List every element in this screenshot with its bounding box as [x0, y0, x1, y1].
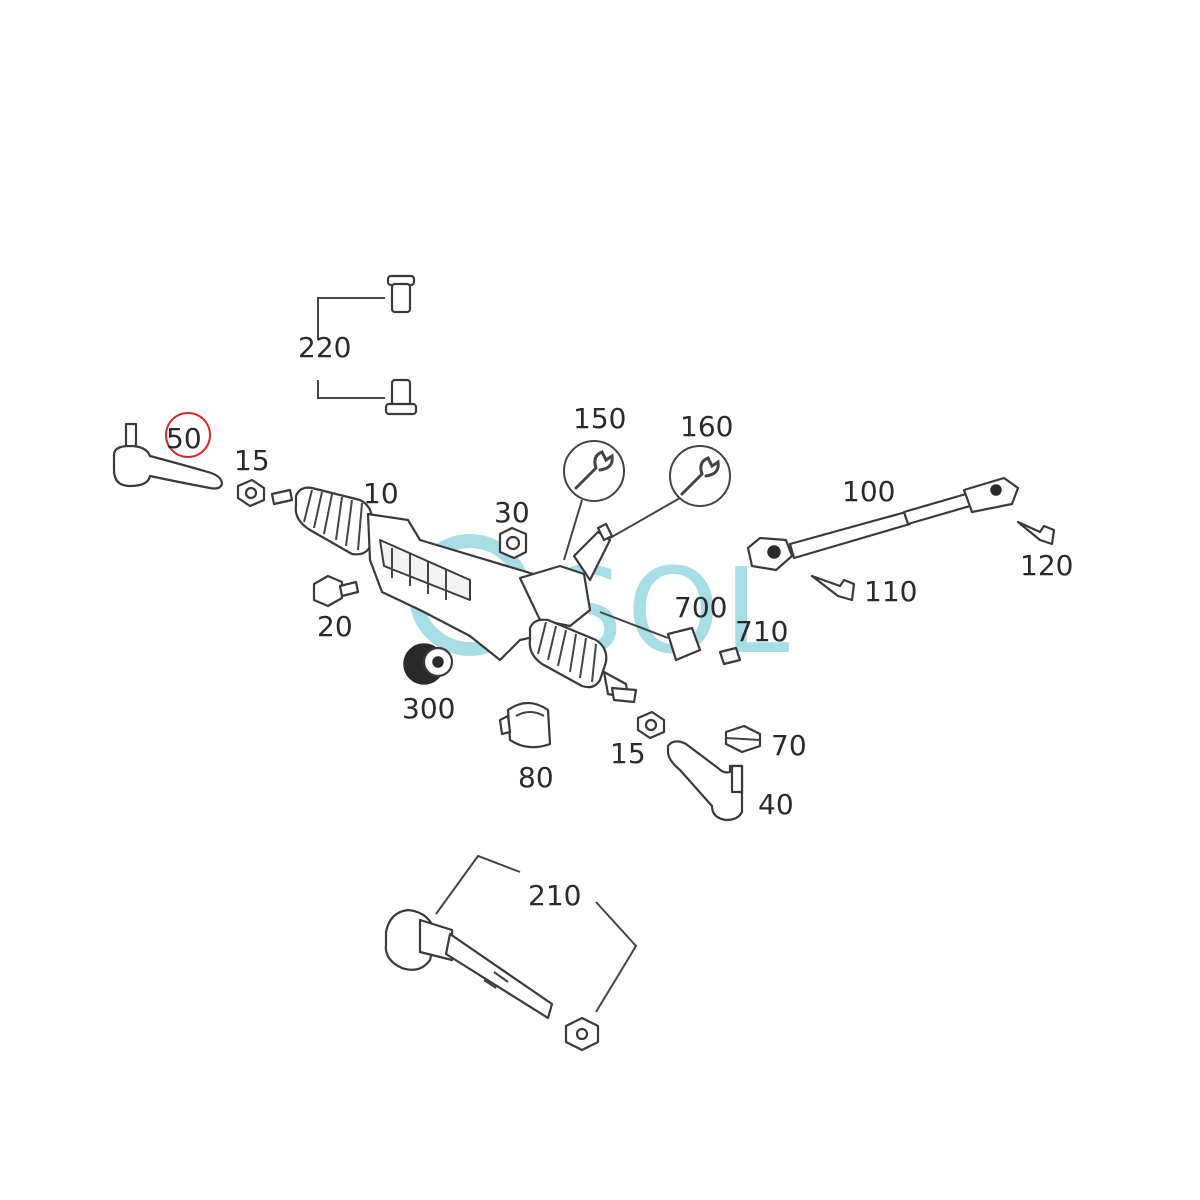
part-50-tie-rod-end-left [112, 422, 224, 490]
label-150: 150 [573, 402, 626, 435]
wrench-icon [574, 450, 614, 490]
part-710-screw [718, 646, 742, 666]
part-40-tie-rod-end-right [666, 740, 744, 822]
label-15-right: 15 [610, 737, 646, 770]
part-120-bolt [1016, 520, 1056, 546]
wrench-icon [680, 456, 720, 496]
label-110: 110 [864, 575, 917, 608]
label-40: 40 [758, 788, 794, 821]
label-160: 160 [680, 410, 733, 443]
part-220-bushings [317, 274, 418, 416]
label-30: 30 [494, 496, 530, 529]
part-110-bolt [810, 574, 856, 602]
label-210: 210 [528, 879, 581, 912]
part-210-inner-tie-rod [384, 854, 638, 1052]
label-220: 220 [298, 331, 351, 364]
part-30-grommet [498, 526, 528, 560]
callout-160 [609, 445, 731, 539]
label-100: 100 [842, 475, 895, 508]
label-120: 120 [1020, 549, 1073, 582]
label-70: 70 [771, 729, 807, 762]
label-50: 50 [166, 422, 202, 455]
label-10: 10 [363, 477, 399, 510]
part-100-steering-shaft [746, 476, 1020, 572]
highlight-circle [165, 412, 211, 458]
label-700: 700 [674, 591, 727, 624]
part-15-nut-left [236, 478, 266, 508]
part-10-steering-rack [270, 486, 638, 704]
part-70-nut [724, 724, 762, 754]
part-20-bolt [312, 574, 360, 608]
label-20: 20 [317, 610, 353, 643]
part-700-sensor [599, 611, 702, 662]
label-710: 710 [735, 615, 788, 648]
label-15-left: 15 [234, 444, 270, 477]
label-300: 300 [402, 692, 455, 725]
label-80: 80 [518, 761, 554, 794]
callout-150 [563, 440, 625, 561]
part-15-nut-right [636, 710, 666, 740]
part-300-gear [403, 643, 454, 685]
part-80-clamp [498, 701, 552, 749]
